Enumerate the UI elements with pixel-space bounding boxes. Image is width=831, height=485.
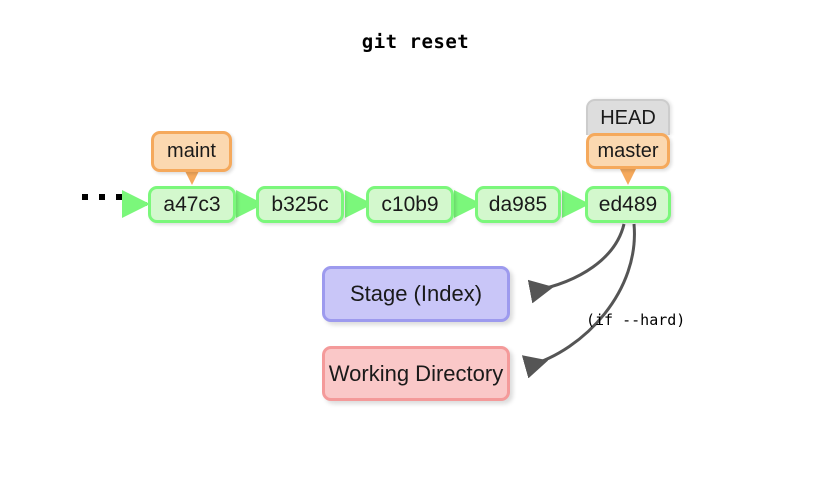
- ellipsis-dot: [116, 194, 122, 200]
- branch-name: master: [597, 139, 659, 162]
- commit-label: b325c: [271, 192, 329, 216]
- head-label: HEAD: [600, 106, 656, 129]
- branch-label-maint[interactable]: maint: [151, 131, 232, 172]
- head-pointer[interactable]: HEAD: [586, 99, 670, 135]
- page-title: git reset: [361, 31, 470, 53]
- commit-label: c10b9: [381, 192, 439, 216]
- commit-label: ed489: [598, 192, 658, 216]
- commit-node-da985[interactable]: da985: [475, 186, 561, 223]
- ref-arrows: [181, 164, 639, 185]
- commit-node-a47c3[interactable]: a47c3: [148, 186, 236, 223]
- reset-arrows: [521, 223, 636, 379]
- if-hard-annotation: (if --hard): [586, 311, 686, 329]
- stage-index-label: Stage (Index): [349, 281, 483, 306]
- working-directory-box[interactable]: Working Directory: [322, 346, 510, 401]
- history-ellipsis: [82, 194, 122, 200]
- ellipsis-dot: [82, 194, 88, 200]
- branch-name: maint: [167, 140, 216, 162]
- commit-node-b325c[interactable]: b325c: [256, 186, 344, 223]
- branch-label-master[interactable]: master: [586, 133, 670, 169]
- commit-node-c10b9[interactable]: c10b9: [366, 186, 454, 223]
- working-directory-label: Working Directory: [328, 360, 504, 386]
- commit-label: a47c3: [163, 192, 221, 216]
- stage-index-box[interactable]: Stage (Index): [322, 266, 510, 322]
- ellipsis-dot: [99, 194, 105, 200]
- commit-label: da985: [488, 192, 548, 216]
- commit-node-ed489[interactable]: ed489: [585, 186, 671, 223]
